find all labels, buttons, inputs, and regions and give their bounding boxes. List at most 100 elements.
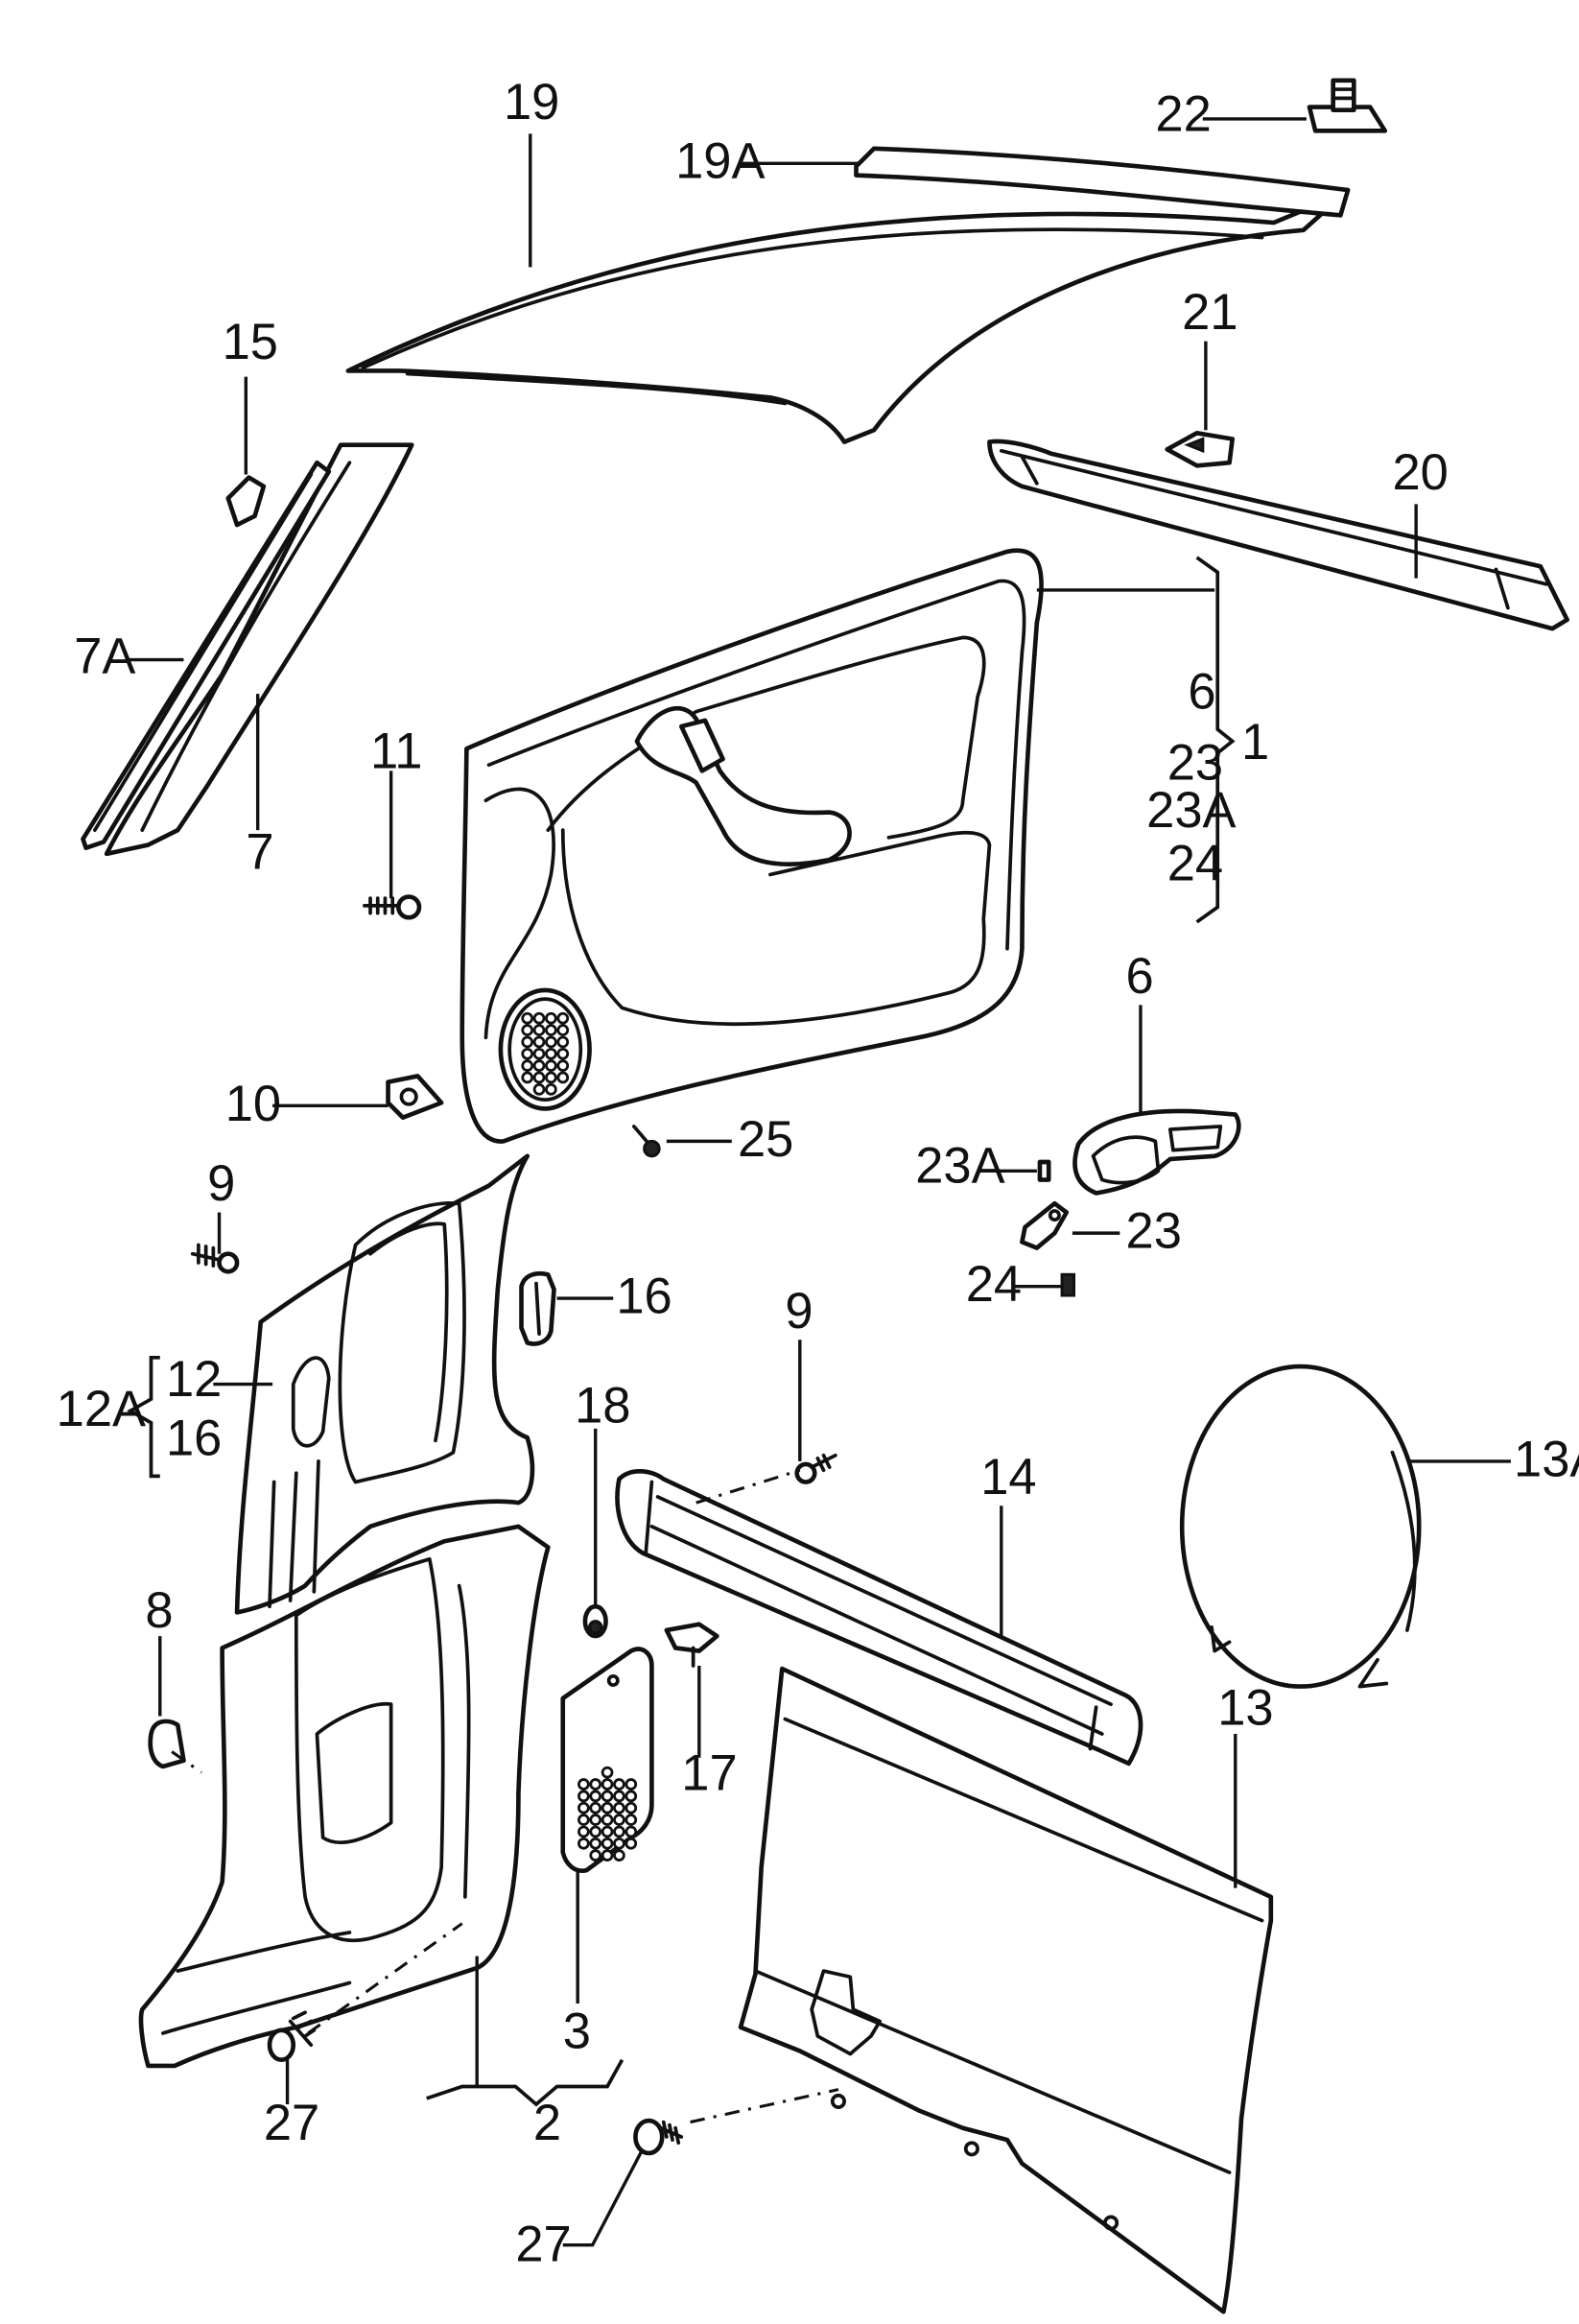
callout-1: 1 <box>1241 714 1269 771</box>
perforation-hole <box>577 1825 590 1838</box>
callout-9-right: 9 <box>785 1283 813 1340</box>
perforation-hole <box>556 1011 570 1025</box>
part-10-bracket <box>386 1074 444 1120</box>
perforation-hole <box>601 1825 614 1838</box>
perforation-hole <box>589 1790 602 1803</box>
perforation-hole <box>521 1011 534 1025</box>
callout-12: 12 <box>166 1351 222 1408</box>
part-22-clip <box>1307 78 1388 133</box>
callout-23-handle: 23 <box>1126 1203 1182 1260</box>
callout-10: 10 <box>225 1076 281 1132</box>
part-3-grille <box>560 1647 654 1873</box>
callout-labels: 19 19A 22 15 21 20 7A 7 11 6 23 23A 24 1… <box>57 74 1579 2273</box>
perforation-hole <box>613 1814 625 1826</box>
perforation-hole <box>532 1024 546 1036</box>
perforation-hole <box>589 1825 602 1838</box>
perforation-hole <box>625 1825 638 1838</box>
perforation-hole <box>532 1071 546 1084</box>
part-19-headliner <box>345 190 1348 444</box>
part-16-cap <box>519 1270 556 1346</box>
callout-23-door: 23 <box>1167 735 1223 792</box>
callout-11: 11 <box>370 723 422 779</box>
perforation-hole <box>577 1778 590 1790</box>
perforation-hole <box>625 1778 638 1790</box>
perforation-hole <box>521 1024 534 1036</box>
perforation-hole <box>545 1071 557 1084</box>
perforation-hole <box>556 1071 570 1084</box>
callout-12A: 12A <box>57 1381 146 1437</box>
leader-lines <box>127 117 1511 2247</box>
perforation-hole <box>601 1790 614 1803</box>
part-13A-wheel-cover <box>1179 1364 1422 1689</box>
perforation-hole <box>613 1849 625 1862</box>
part-21-clip <box>1165 430 1235 468</box>
perforation-hole <box>532 1047 546 1060</box>
part-24-screw <box>1060 1272 1076 1297</box>
perforation-hole <box>532 1083 546 1096</box>
perforation-hole <box>545 1024 557 1036</box>
part-15-clip <box>225 475 267 528</box>
callout-9-left: 9 <box>207 1155 235 1212</box>
perforation-hole <box>601 1837 614 1850</box>
callout-18: 18 <box>575 1378 630 1435</box>
perforation-hole <box>613 1825 625 1838</box>
part-27-screw-right <box>633 2118 684 2156</box>
perforation-hole <box>532 1059 546 1072</box>
perforation-hole <box>601 1849 614 1862</box>
callout-20: 20 <box>1392 444 1448 501</box>
perforation-hole <box>589 1778 602 1790</box>
part-12-b-pillar <box>234 1153 535 1615</box>
perforation-hole <box>613 1801 625 1814</box>
perforation-hole <box>601 1766 614 1779</box>
part-7-pillar <box>104 442 414 857</box>
callout-6-door: 6 <box>1188 664 1215 721</box>
callout-27-right: 27 <box>515 2217 571 2273</box>
perforation-hole <box>589 1814 602 1826</box>
part-8-cap <box>148 1719 186 1769</box>
part-2-quarter-trim <box>138 1524 551 2069</box>
perforation-hole <box>577 1814 590 1826</box>
perforation-hole <box>521 1035 534 1049</box>
perforation-hole <box>545 1047 557 1060</box>
perforation-hole <box>521 1059 534 1072</box>
perforation-hole <box>589 1837 602 1850</box>
perforation-hole <box>556 1024 570 1036</box>
part-14-side-trim <box>615 1469 1143 1767</box>
callout-23A-handle: 23A <box>915 1138 1004 1195</box>
perforation-hole <box>625 1801 638 1814</box>
perforation-hole <box>613 1778 625 1790</box>
part-9-screw-left <box>190 1243 240 1274</box>
callout-22: 22 <box>1155 85 1211 142</box>
callout-3: 3 <box>563 2003 591 2059</box>
perforation-hole <box>589 1801 602 1814</box>
perforation-hole <box>556 1047 570 1060</box>
perforation-hole <box>601 1778 614 1790</box>
perforation-hole <box>545 1011 557 1025</box>
perforation-hole <box>601 1814 614 1826</box>
perforation-hole <box>577 1790 590 1803</box>
perforation-hole <box>625 1814 638 1826</box>
part-23A-pin <box>1037 1159 1051 1182</box>
perforation-hole <box>601 1801 614 1814</box>
callout-19: 19 <box>504 74 559 130</box>
part-13-quarter-panel <box>738 1666 1274 2314</box>
perforation-hole <box>521 1047 534 1060</box>
part-6-handle-trim <box>1072 1108 1241 1196</box>
part-23-bracket <box>1020 1200 1070 1250</box>
callout-13A: 13A <box>1514 1431 1579 1487</box>
callout-13: 13 <box>1217 1680 1273 1737</box>
callout-16-cap: 16 <box>616 1268 672 1324</box>
perforation-hole <box>577 1837 590 1850</box>
perforation-hole <box>625 1790 638 1803</box>
perforation-hole <box>545 1035 557 1049</box>
callout-8: 8 <box>145 1582 173 1639</box>
perforation-hole <box>625 1837 638 1850</box>
perforation-hole <box>556 1035 570 1049</box>
part-1-door-panel <box>460 548 1044 1144</box>
callout-24-handle: 24 <box>966 1256 1022 1313</box>
part-11-screw <box>362 894 422 920</box>
perforation-hole <box>532 1035 546 1049</box>
callout-2: 2 <box>533 2095 561 2151</box>
part-25-screw <box>632 1125 661 1158</box>
callout-6-handle: 6 <box>1126 948 1154 1005</box>
